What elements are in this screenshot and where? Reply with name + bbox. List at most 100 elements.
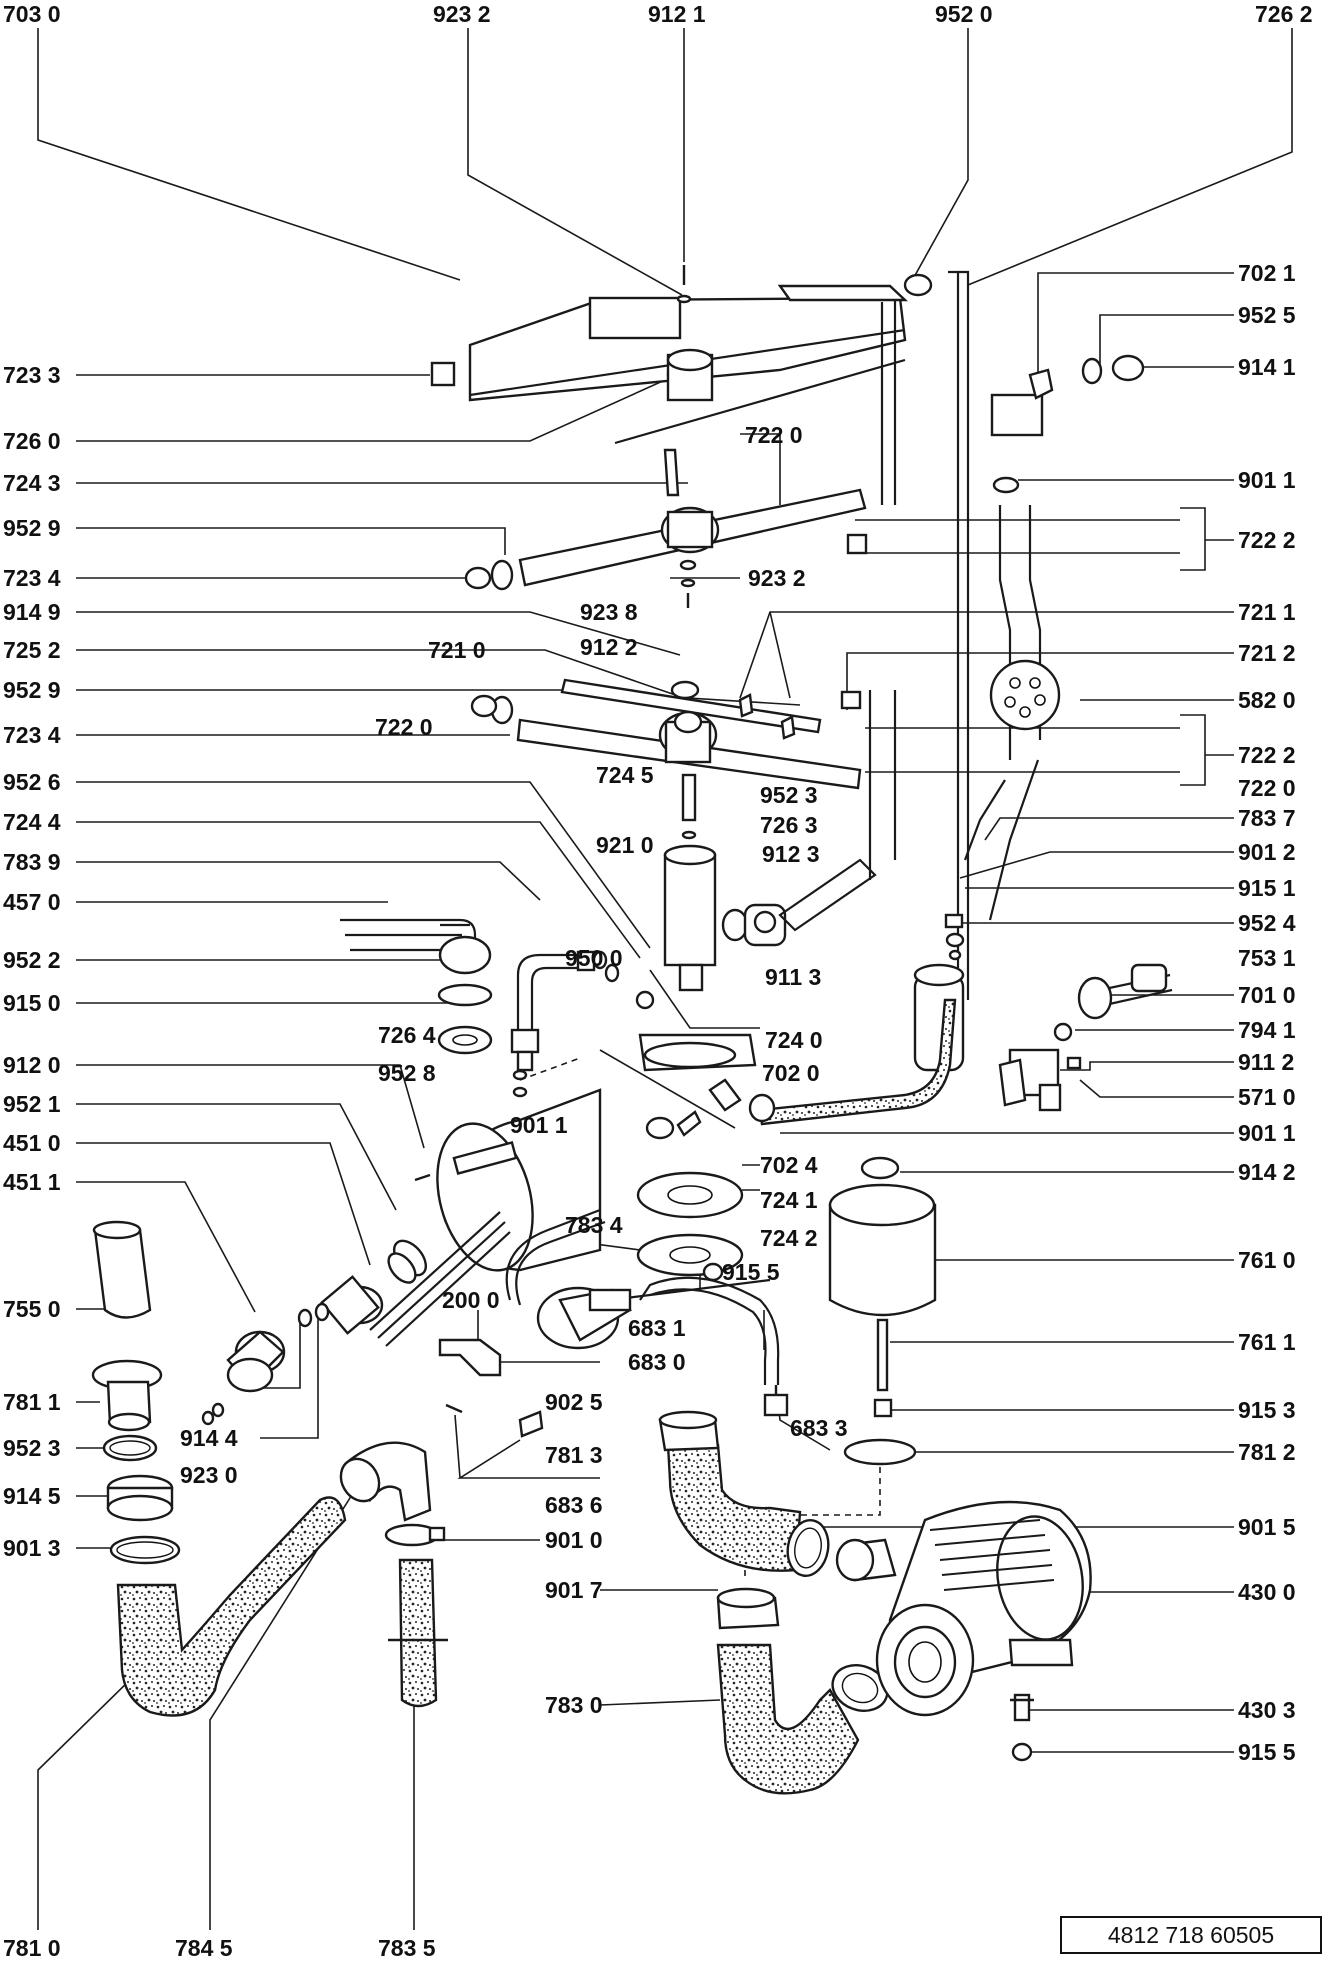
label-9123: 912 3 (762, 841, 820, 867)
label-9113: 911 3 (765, 964, 821, 990)
label-7243: 724 3 (3, 470, 61, 496)
label-9529a: 952 9 (3, 515, 61, 541)
label-7222a: 722 2 (1238, 527, 1296, 553)
label-9122: 912 2 (580, 634, 638, 660)
label-7021: 702 1 (1238, 260, 1296, 286)
label-9025: 902 5 (545, 1389, 603, 1415)
label-7263: 726 3 (760, 812, 818, 838)
label-7550: 755 0 (3, 1296, 61, 1322)
label-9522: 952 2 (3, 947, 61, 973)
label-7222b: 722 2 (1238, 742, 1296, 768)
label-9011b: 901 1 (510, 1112, 568, 1138)
label-2000: 200 0 (442, 1287, 500, 1313)
label-7010: 701 0 (1238, 982, 1296, 1008)
label-7531: 753 1 (1238, 945, 1296, 971)
label-7813: 781 3 (545, 1442, 603, 1468)
label-7220a: 722 0 (745, 422, 803, 448)
label-7252: 725 2 (3, 637, 61, 663)
label-7024: 702 4 (760, 1152, 818, 1178)
label-7835: 783 5 (378, 1935, 436, 1961)
label-7811: 781 1 (3, 1389, 61, 1415)
label-5710: 571 0 (1238, 1084, 1296, 1110)
label-9149: 914 9 (3, 599, 61, 625)
label-7837: 783 7 (1238, 805, 1296, 831)
label-7845: 784 5 (175, 1935, 233, 1961)
label-9155b: 915 5 (1238, 1739, 1296, 1765)
label-7834: 783 4 (565, 1212, 623, 1238)
label-9525: 952 5 (1238, 302, 1296, 328)
label-7020: 702 0 (762, 1060, 820, 1086)
label-9500: 950 0 (565, 945, 623, 971)
label-6833: 683 3 (790, 1415, 848, 1441)
leader-lines (37, 28, 1293, 1930)
label-9520: 952 0 (935, 1, 993, 27)
label-7810: 781 0 (3, 1935, 61, 1961)
label-9529b: 952 9 (3, 677, 61, 703)
label-6831: 683 1 (628, 1315, 686, 1341)
label-6830: 683 0 (628, 1349, 686, 1375)
label-6836: 683 6 (545, 1492, 603, 1518)
label-9232b: 923 2 (748, 565, 806, 591)
label-9011a: 901 1 (1238, 467, 1296, 493)
label-7220b: 722 0 (375, 714, 433, 740)
label-4300: 430 0 (1238, 1579, 1296, 1605)
label-9150: 915 0 (3, 990, 61, 1016)
label-7234b: 723 4 (3, 722, 61, 748)
label-9011c: 901 1 (1238, 1120, 1296, 1146)
label-9145: 914 5 (3, 1483, 61, 1509)
label-9013: 901 3 (3, 1535, 61, 1561)
label-9528: 952 8 (378, 1060, 436, 1086)
label-7611: 761 1 (1238, 1329, 1296, 1355)
label-7220c: 722 0 (1238, 775, 1296, 801)
label-4510: 451 0 (3, 1130, 61, 1156)
label-9238: 923 8 (580, 599, 638, 625)
label-9523a: 952 3 (760, 782, 818, 808)
label-9142: 914 2 (1238, 1159, 1296, 1185)
label-7211: 721 1 (1238, 599, 1296, 625)
label-9112: 911 2 (1238, 1049, 1294, 1075)
label-9120: 912 0 (3, 1052, 61, 1078)
label-7610: 761 0 (1238, 1247, 1296, 1273)
label-9155a: 915 5 (722, 1259, 780, 1285)
label-9526: 952 6 (3, 769, 61, 795)
label-9141: 914 1 (1238, 354, 1296, 380)
label-7260: 726 0 (3, 428, 61, 454)
label-9210: 921 0 (596, 832, 654, 858)
label-4511: 451 1 (3, 1169, 61, 1195)
label-9144: 914 4 (180, 1425, 238, 1451)
label-7264: 726 4 (378, 1022, 436, 1048)
label-9015: 901 5 (1238, 1514, 1296, 1540)
label-5820: 582 0 (1238, 687, 1296, 713)
label-9523b: 952 3 (3, 1435, 61, 1461)
label-7245: 724 5 (596, 762, 654, 788)
label-9151: 915 1 (1238, 875, 1296, 901)
parts-drawing (91, 265, 1173, 1795)
label-7234a: 723 4 (3, 565, 61, 591)
label-7262: 726 2 (1255, 1, 1313, 27)
label-7242: 724 2 (760, 1225, 818, 1251)
label-9232a: 923 2 (433, 1, 491, 27)
label-7212: 721 2 (1238, 640, 1296, 666)
part-labels: 703 0 923 2 912 1 952 0 726 2 702 1 952 … (3, 1, 1313, 1961)
label-7210: 721 0 (428, 637, 486, 663)
label-9017: 901 7 (545, 1577, 603, 1603)
label-9121: 912 1 (648, 1, 706, 27)
label-9012: 901 2 (1238, 839, 1296, 865)
label-7244: 724 4 (3, 809, 61, 835)
label-7839: 783 9 (3, 849, 61, 875)
label-7941: 794 1 (1238, 1017, 1296, 1043)
label-9524: 952 4 (1238, 910, 1296, 936)
label-7241: 724 1 (760, 1187, 818, 1213)
document-number: 4812 718 60505 (1060, 1916, 1322, 1954)
label-7830: 783 0 (545, 1692, 603, 1718)
label-9010: 901 0 (545, 1527, 603, 1553)
label-4303: 430 3 (1238, 1697, 1296, 1723)
label-7233: 723 3 (3, 362, 61, 388)
label-7240: 724 0 (765, 1027, 823, 1053)
label-9521: 952 1 (3, 1091, 61, 1117)
label-7030: 703 0 (3, 1, 61, 27)
label-4570: 457 0 (3, 889, 61, 915)
label-9153: 915 3 (1238, 1397, 1296, 1423)
label-9230: 923 0 (180, 1462, 238, 1488)
